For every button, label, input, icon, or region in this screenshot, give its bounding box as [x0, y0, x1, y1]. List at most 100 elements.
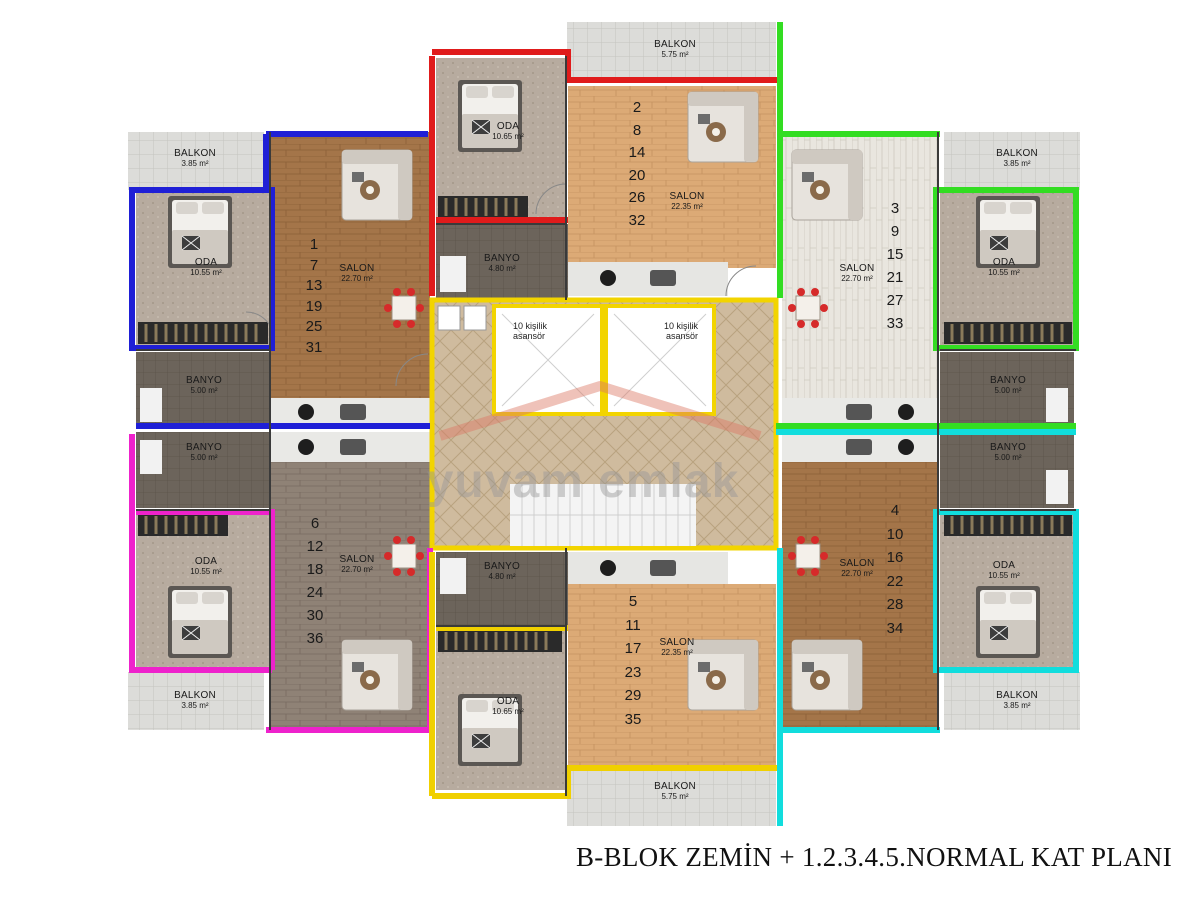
bath-fixtures-br [1046, 470, 1068, 504]
apartment-number: 35 [624, 710, 642, 728]
sofa-tc [687, 91, 759, 163]
bed-tr [975, 195, 1041, 269]
apartment-number: 16 [886, 549, 904, 566]
apartment-number: 19 [305, 297, 323, 315]
sofa-tl [341, 149, 413, 221]
wardrobe-bc-hangers [444, 632, 548, 650]
apartment-numbers-tr: 3 9 15 21 27 33 [880, 197, 910, 335]
bath-fixtures-bc [440, 558, 466, 594]
apartment-number: 13 [305, 277, 323, 294]
unit-br-outline [776, 429, 1079, 826]
interior-walls [136, 56, 1076, 796]
stair-treads [510, 484, 696, 546]
door-tl-2 [395, 353, 429, 387]
wardrobe-tc-hangers [444, 198, 518, 216]
elevator-left-x [501, 313, 595, 407]
wardrobe-bl-hangers [144, 516, 218, 534]
apartment-number: 29 [624, 687, 642, 704]
watermark-logo: yuvam emlak [426, 455, 740, 508]
bath-fixtures-tl [140, 388, 162, 422]
apartment-number: 25 [305, 318, 323, 335]
apartment-number: 22 [886, 572, 904, 590]
apartment-number: 26 [628, 189, 646, 206]
apartment-number: 9 [890, 223, 900, 240]
elevator-right-label: 10 kişilik asansör [650, 321, 698, 342]
sofa-bl [341, 639, 413, 711]
apartment-numbers-bc: 5 11 17 23 29 35 [618, 590, 648, 731]
apartment-number: 17 [624, 640, 642, 657]
bed-tc [457, 79, 523, 153]
apartment-numbers-bl: 6 12 18 24 30 36 [300, 512, 330, 650]
apartment-number: 20 [628, 166, 646, 184]
apartment-number: 7 [309, 256, 319, 274]
bed-bc [457, 693, 523, 767]
apartment-numbers-br: 4 10 16 22 28 34 [880, 499, 910, 640]
apartment-number: 31 [305, 338, 323, 356]
elevator-capacity: 10 kişilik [663, 321, 698, 331]
bed-tl [167, 195, 233, 269]
balcony-tr-floor [944, 132, 1080, 190]
balcony-bottom-floor [567, 768, 776, 826]
apartment-number: 5 [628, 593, 638, 610]
sofa-br [791, 639, 863, 711]
cooktop-tl [298, 404, 314, 420]
apartment-number: 10 [886, 525, 904, 543]
apartment-number: 3 [890, 200, 900, 217]
sofa-tr [791, 149, 863, 221]
cooktop-bl [298, 439, 314, 455]
apartment-number: 8 [632, 121, 642, 139]
elevator-type: asansör [665, 330, 698, 341]
apartment-number: 6 [310, 515, 320, 532]
elevator-left-label: 10 kişilik asansör [513, 321, 548, 342]
apartment-number: 30 [306, 607, 324, 624]
apartment-number: 24 [306, 584, 324, 601]
sink-bc [650, 560, 676, 576]
elevator-capacity: 10 kişilik [513, 321, 548, 331]
bed-br [975, 585, 1041, 659]
sofa-bc [687, 639, 759, 711]
cooktop-tr [898, 404, 914, 420]
apartment-number: 15 [886, 246, 904, 263]
balcony-br-floor [944, 672, 1080, 730]
apartment-number: 33 [886, 315, 904, 332]
apartment-number: 4 [890, 502, 900, 519]
wardrobe-tr-hangers [950, 324, 1064, 342]
apartment-number: 36 [306, 630, 324, 647]
balcony-top-floor [567, 22, 776, 80]
bath-fixtures-tc [440, 256, 466, 292]
shaft-1 [437, 305, 461, 331]
apartment-number: 23 [624, 663, 642, 681]
bath-fixtures-bl [140, 440, 162, 474]
apartment-number: 32 [628, 211, 646, 229]
wardrobe-tl-hangers [144, 324, 258, 342]
sink-tr [846, 404, 872, 420]
apartment-numbers-tl: 1 7 13 19 25 31 [300, 235, 328, 358]
kitchen-bc [568, 552, 728, 584]
apartment-number: 28 [886, 596, 904, 613]
apartment-number: 1 [309, 236, 319, 253]
wardrobe-br-hangers [950, 516, 1064, 534]
apartment-number: 18 [306, 561, 324, 578]
shaft-2 [463, 305, 487, 331]
balcony-tl-floor [128, 132, 264, 190]
sink-br [846, 439, 872, 455]
door-tc-2 [725, 265, 757, 297]
apartment-number: 34 [886, 619, 904, 637]
apartment-number: 27 [886, 292, 904, 309]
cooktop-bc [600, 560, 616, 576]
apartment-number: 2 [632, 99, 642, 116]
elevator-type: asansör [513, 330, 546, 341]
apartment-number: 12 [306, 538, 324, 555]
unit-tr-outline [776, 22, 1079, 429]
sink-tc [650, 270, 676, 286]
sink-bl [340, 439, 366, 455]
wardrobe-bc [438, 630, 562, 652]
sink-tl [340, 404, 366, 420]
bath-fixtures-tr [1046, 388, 1068, 422]
roof-mark [438, 381, 762, 441]
cooktop-tc [600, 270, 616, 286]
plan-title: B-BLOK ZEMİN + 1.2.3.4.5.NORMAL KAT PLAN… [575, 842, 1172, 872]
apartment-numbers-tc: 2 8 14 20 26 32 [622, 97, 652, 232]
elevator-right-x [613, 313, 707, 407]
